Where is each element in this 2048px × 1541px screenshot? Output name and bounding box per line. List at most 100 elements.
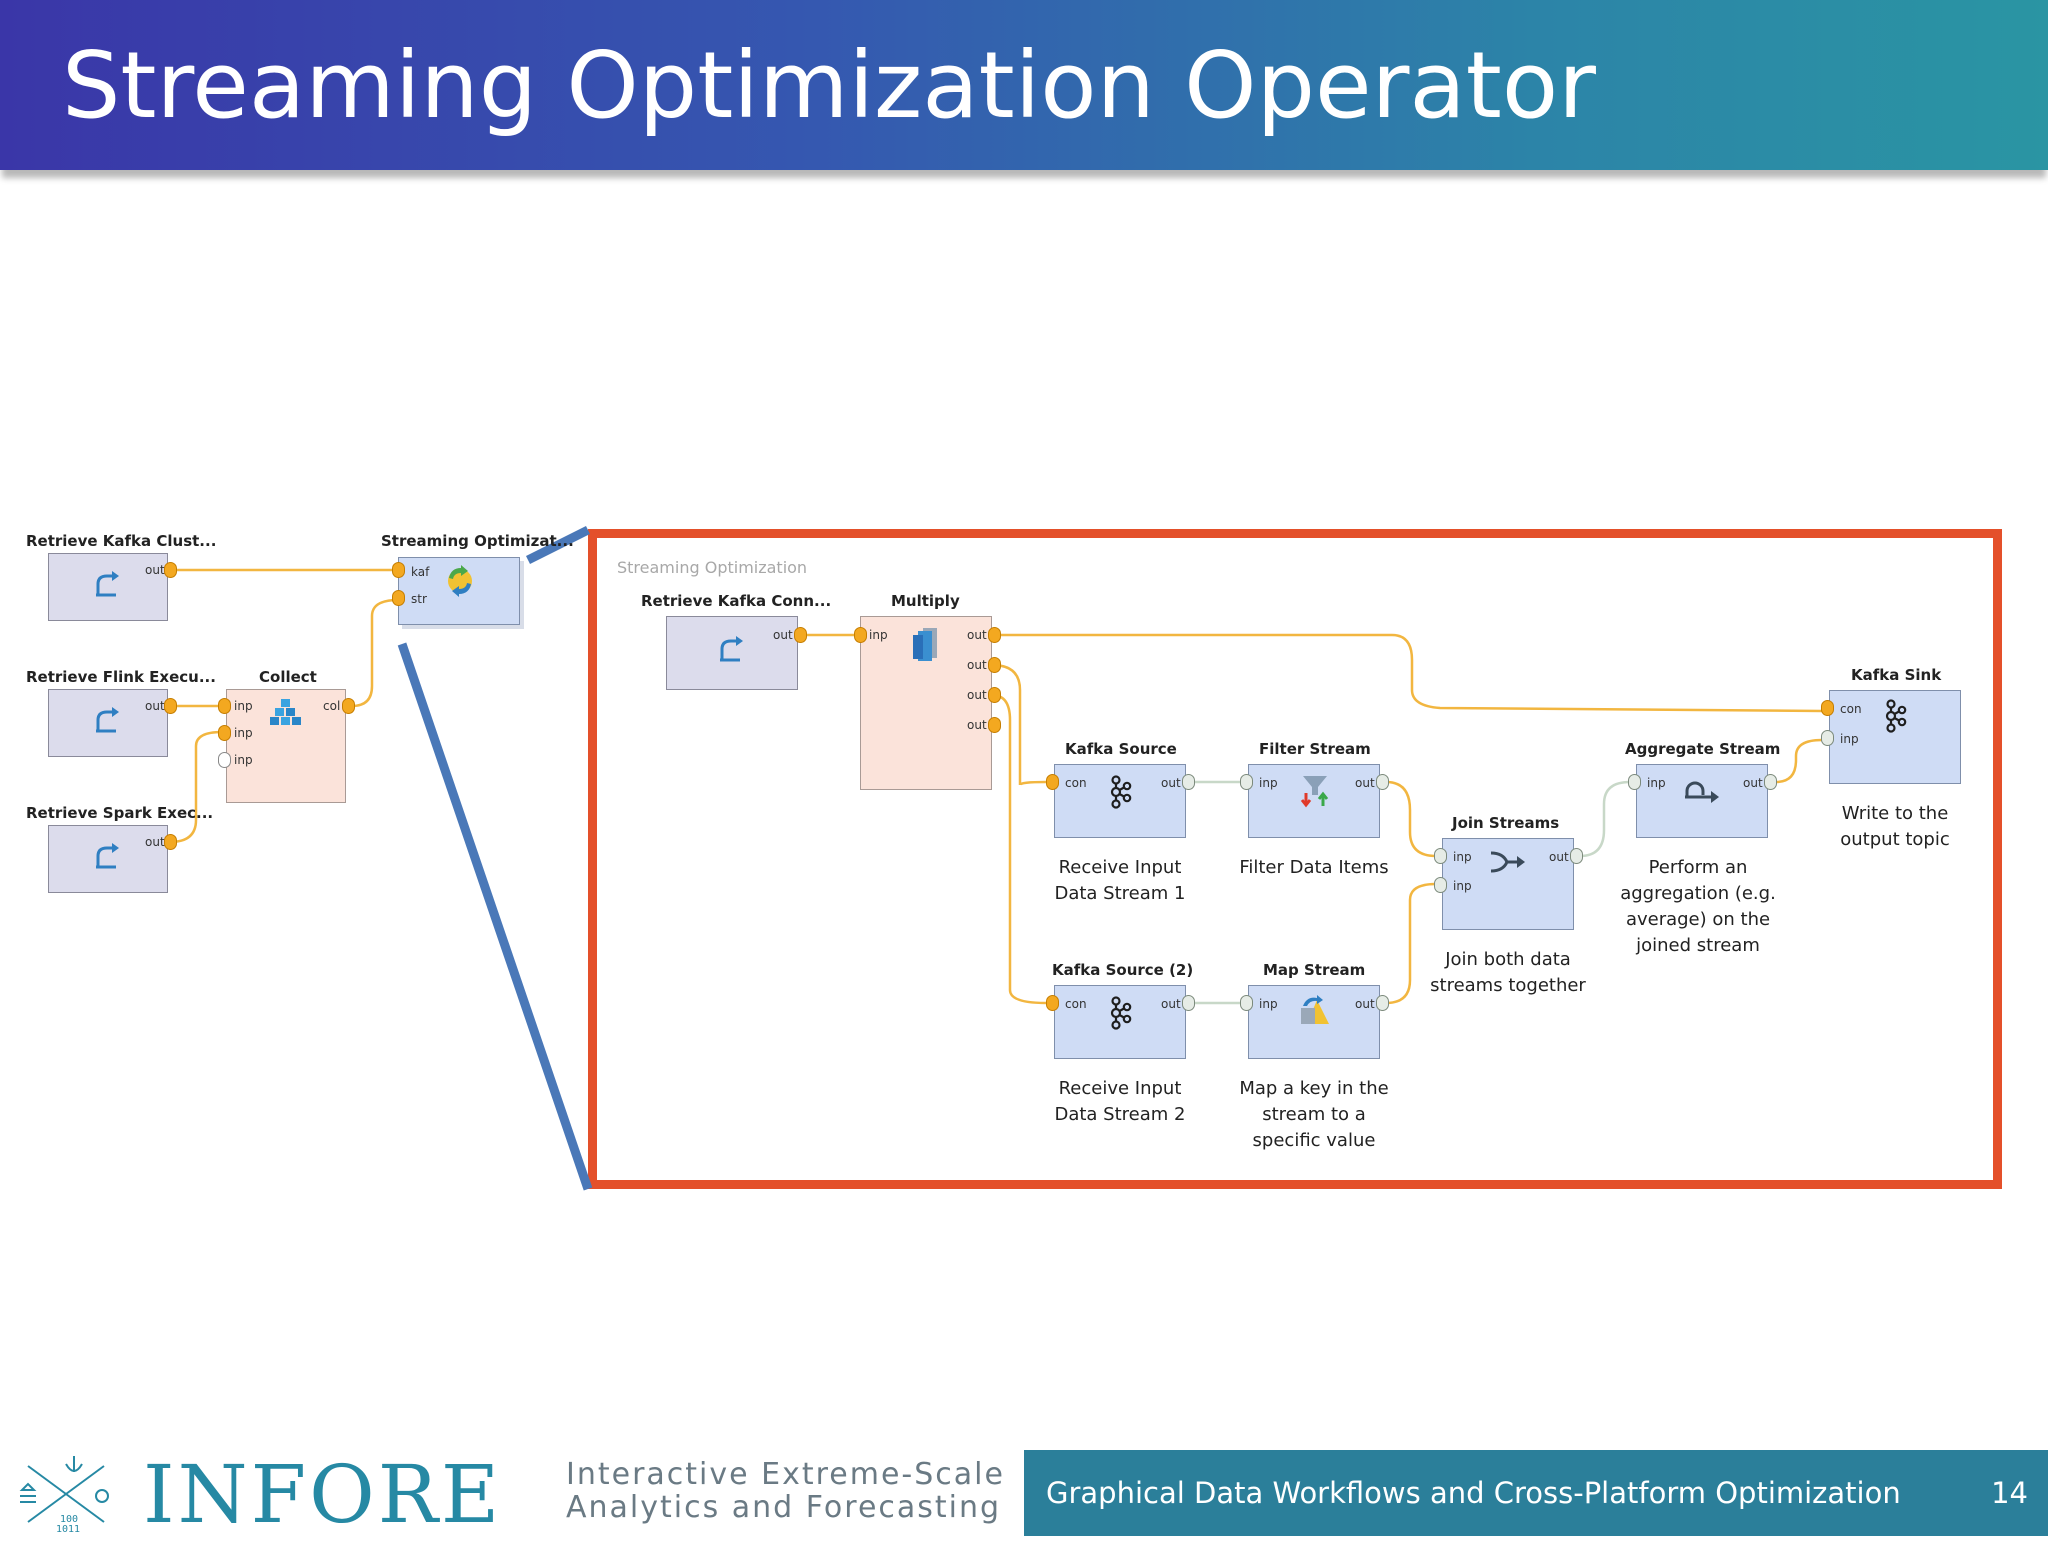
port-con[interactable] xyxy=(1821,700,1834,716)
caption-line: stream to a xyxy=(1262,1104,1366,1125)
op-join-streams[interactable]: inp inp out xyxy=(1442,838,1574,930)
op-label-retrieve-spark: Retrieve Spark Exec... xyxy=(26,804,214,822)
op-streaming-optimization[interactable]: kaf str xyxy=(398,557,520,625)
wire-map-to-join xyxy=(1385,882,1437,1005)
port-label-con: con xyxy=(1065,776,1087,790)
op-kafka-sink[interactable]: con inp xyxy=(1829,690,1961,784)
port-label-out: out xyxy=(967,688,987,702)
caption-line: aggregation (e.g. xyxy=(1620,883,1776,904)
port-inp[interactable] xyxy=(1628,774,1641,790)
workflow-connections xyxy=(169,525,1823,1191)
port-label-out: out xyxy=(967,628,987,642)
caption-line: output topic xyxy=(1840,829,1950,850)
retrieve-arrow-icon xyxy=(96,571,119,597)
port-inp[interactable] xyxy=(1240,995,1253,1011)
port-out[interactable] xyxy=(164,562,177,578)
op-map-stream[interactable]: inp out xyxy=(1248,985,1380,1059)
op-kafka-source[interactable]: con out xyxy=(1054,764,1186,838)
port-out[interactable] xyxy=(1570,848,1583,864)
port-label-con: con xyxy=(1065,997,1087,1011)
port-label-out: out xyxy=(145,699,165,713)
port-label-con: con xyxy=(1840,702,1862,716)
caption-kafka-source: Receive Input Data Stream 1 xyxy=(1030,855,1210,907)
infore-emblem-icon: 100 1011 xyxy=(19,1456,109,1535)
port-out[interactable] xyxy=(988,717,1001,733)
wire-join-to-aggregate xyxy=(1579,780,1631,858)
infore-logo-text: INFORE xyxy=(143,1448,503,1541)
caption-line: Receive Input xyxy=(1058,1078,1182,1099)
port-label-inp: inp xyxy=(869,628,888,642)
kafka-logo-icon xyxy=(1110,996,1132,1030)
port-label-out: out xyxy=(1355,997,1375,1011)
op-label-map-stream: Map Stream xyxy=(1263,961,1366,979)
op-retrieve-kafka[interactable]: out xyxy=(48,553,168,621)
caption-line: Receive Input xyxy=(1058,857,1182,878)
port-con[interactable] xyxy=(1046,774,1059,790)
op-aggregate-stream[interactable]: inp out xyxy=(1636,764,1768,838)
port-out[interactable] xyxy=(1376,995,1389,1011)
port-label-inp: inp xyxy=(234,699,253,713)
map-shapes-icon xyxy=(1301,995,1329,1024)
op-retrieve-flink[interactable]: out xyxy=(48,689,168,757)
kafka-logo-icon xyxy=(1885,699,1907,733)
caption-join-streams: Join both data streams together xyxy=(1408,947,1608,999)
op-label-kafka-source: Kafka Source xyxy=(1065,740,1177,758)
caption-kafka-sink: Write to the output topic xyxy=(1795,801,1995,853)
port-out[interactable] xyxy=(988,657,1001,673)
port-inp[interactable] xyxy=(218,725,231,741)
port-label-inp: inp xyxy=(1259,997,1278,1011)
op-collect[interactable]: inp inp inp col xyxy=(226,689,346,803)
slide-header: Streaming Optimization Operator xyxy=(0,0,2048,170)
port-label-inp: inp xyxy=(1453,879,1472,893)
op-kafka-source-2[interactable]: con out xyxy=(1054,985,1186,1059)
port-inp[interactable] xyxy=(1434,877,1447,893)
retrieve-arrow-icon xyxy=(96,707,119,733)
port-inp[interactable] xyxy=(1240,774,1253,790)
port-out[interactable] xyxy=(794,627,807,643)
op-multiply[interactable]: inp out out out out xyxy=(860,616,992,790)
caption-filter-stream: Filter Data Items xyxy=(1214,855,1414,881)
svg-text:100: 100 xyxy=(60,1514,78,1525)
caption-line: joined stream xyxy=(1636,935,1760,956)
port-out[interactable] xyxy=(164,698,177,714)
port-inp[interactable] xyxy=(1821,730,1834,746)
op-label-filter-stream: Filter Stream xyxy=(1259,740,1371,758)
wire-collect-to-stream-opt xyxy=(351,598,399,708)
port-out[interactable] xyxy=(164,834,177,850)
port-inp[interactable] xyxy=(218,698,231,714)
port-col[interactable] xyxy=(342,698,355,714)
op-filter-stream[interactable]: inp out xyxy=(1248,764,1380,838)
port-inp[interactable] xyxy=(218,752,231,768)
port-kaf[interactable] xyxy=(392,562,405,578)
caption-line: streams together xyxy=(1430,975,1586,996)
caption-line: Map a key in the xyxy=(1239,1078,1389,1099)
port-inp[interactable] xyxy=(1434,848,1447,864)
op-label-aggregate-stream: Aggregate Stream xyxy=(1625,740,1781,758)
port-con[interactable] xyxy=(1046,995,1059,1011)
kafka-logo-icon xyxy=(1110,775,1132,809)
port-str[interactable] xyxy=(392,590,405,606)
op-label-streaming-opt: Streaming Optimizat... xyxy=(381,532,574,550)
caption-aggregate-stream: Perform an aggregation (e.g. average) on… xyxy=(1598,855,1798,959)
caption-line: average) on the xyxy=(1625,909,1771,930)
port-inp[interactable] xyxy=(854,627,867,643)
caption-line: Filter Data Items xyxy=(1239,857,1389,878)
port-label-inp: inp xyxy=(1647,776,1666,790)
op-label-multiply: Multiply xyxy=(891,592,960,610)
caption-line: Data Stream 2 xyxy=(1054,1104,1186,1125)
port-label-inp: inp xyxy=(234,753,253,767)
wire-multiply-to-sink xyxy=(992,633,1823,713)
op-retrieve-spark[interactable]: out xyxy=(48,825,168,893)
port-out[interactable] xyxy=(1182,774,1195,790)
port-out[interactable] xyxy=(1764,774,1777,790)
port-out[interactable] xyxy=(988,627,1001,643)
port-out[interactable] xyxy=(1376,774,1389,790)
join-merge-icon xyxy=(1490,851,1525,873)
op-label-retrieve-kafka: Retrieve Kafka Clust... xyxy=(26,532,217,550)
port-label-inp: inp xyxy=(1453,850,1472,864)
op-retrieve-kafka-conn[interactable]: out xyxy=(666,616,798,690)
caption-kafka-source-2: Receive Input Data Stream 2 xyxy=(1030,1076,1210,1128)
port-out[interactable] xyxy=(1182,995,1195,1011)
port-out[interactable] xyxy=(988,687,1001,703)
subprocess-zoom-frame xyxy=(588,529,2002,1189)
